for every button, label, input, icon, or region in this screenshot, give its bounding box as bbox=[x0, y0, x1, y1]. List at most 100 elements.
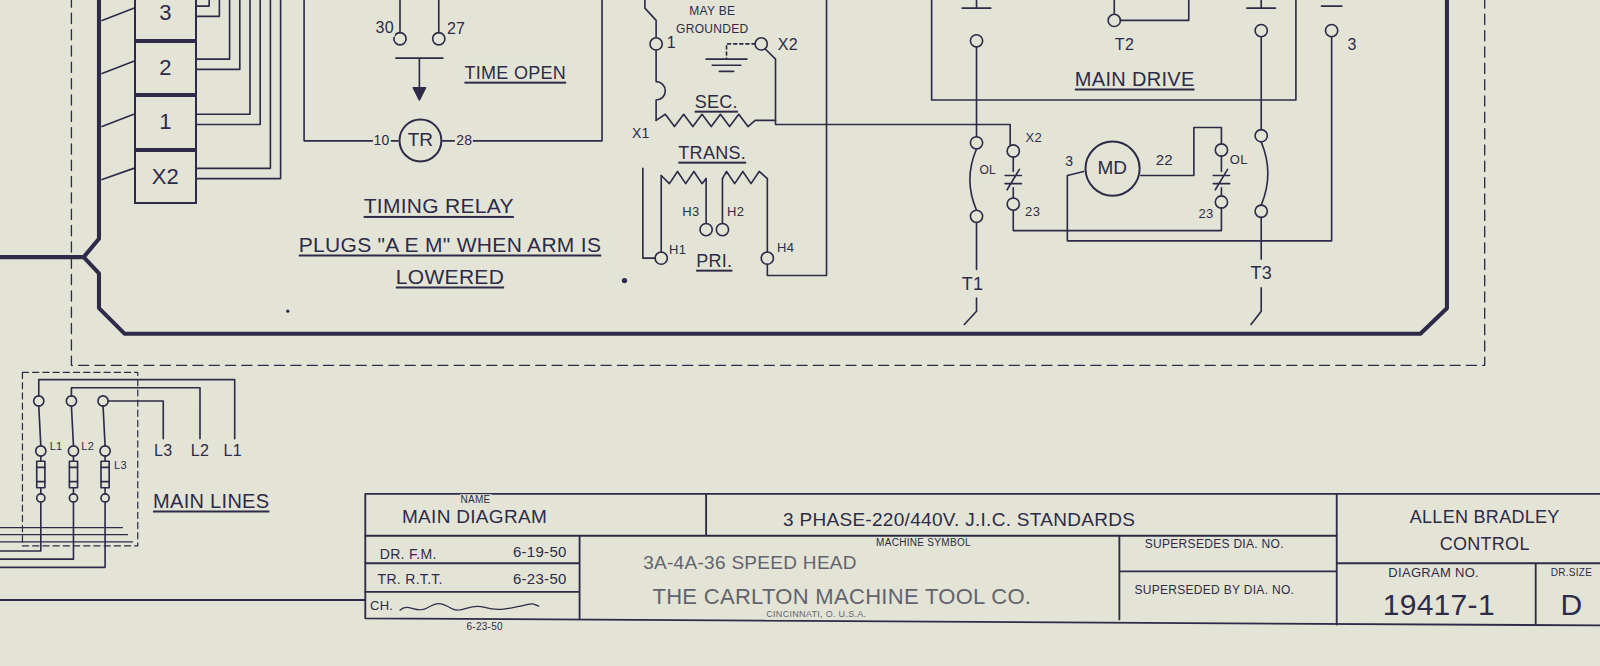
main-lines-fuses-part bbox=[37, 461, 45, 488]
main-drive-wiring-part bbox=[1215, 144, 1227, 156]
title-block-part bbox=[0, 494, 1600, 626]
terminal-wire-part bbox=[197, 0, 281, 179]
timing-relay-wiring bbox=[286, 0, 627, 313]
main-drive-wiring-part bbox=[1013, 208, 1221, 230]
transformer-symbol-part bbox=[661, 176, 767, 253]
heading-text: PRI. bbox=[695, 251, 733, 272]
heading-text: MAIN LINES bbox=[152, 490, 270, 513]
heading-text: TIME OPEN bbox=[463, 63, 567, 84]
main-lines-fuses-part bbox=[69, 494, 77, 502]
terminal-number: 10 bbox=[373, 132, 391, 148]
main-lines-fuses-part bbox=[100, 446, 110, 456]
main-drive-wiring-part bbox=[1260, 37, 1262, 130]
main-lines-fuses-part bbox=[68, 446, 78, 456]
node-text: 1 bbox=[159, 110, 171, 134]
main-drive-wiring-part bbox=[1255, 205, 1267, 217]
transformer-symbol-part bbox=[761, 252, 773, 264]
title-block-text: 6-19-50 bbox=[512, 543, 568, 560]
node-text: 2 bbox=[159, 56, 171, 80]
diagram-number: 19417-1 bbox=[1382, 588, 1496, 623]
terminal-box: 2 bbox=[134, 41, 197, 95]
device-label: OL bbox=[978, 165, 997, 179]
sheet-size: D bbox=[1559, 588, 1583, 623]
main-lines-fuses-part bbox=[101, 461, 109, 488]
circle-outline bbox=[1085, 141, 1139, 195]
heading-text: TRANS. bbox=[677, 143, 747, 164]
transformer-symbol-part bbox=[656, 50, 665, 120]
note-text: MAY BE GROUNDED bbox=[670, 2, 754, 38]
node-text: TR bbox=[408, 130, 433, 151]
terminal-number: 23 bbox=[1198, 207, 1215, 222]
main-drive-wiring-part bbox=[1007, 145, 1019, 157]
transformer-symbol-part bbox=[700, 223, 712, 235]
motor-symbol: MD bbox=[1084, 140, 1141, 197]
terminal-number: T2 bbox=[1114, 36, 1135, 54]
timing-relay-wiring-part bbox=[622, 278, 627, 283]
terminal-number: 27 bbox=[446, 19, 466, 37]
title-block-caption: DR.SIZE bbox=[1550, 568, 1594, 580]
transformer-symbol-part bbox=[661, 171, 767, 183]
title-block-text: ALLEN BRADLEY CONTROL bbox=[1387, 504, 1583, 558]
transformer-symbol-part bbox=[767, 0, 826, 276]
title-block-text: TR. R.T.T. bbox=[377, 571, 444, 587]
main-drive-wiring bbox=[932, 0, 1342, 324]
panel-outline-part bbox=[0, 0, 1447, 334]
heading-text: MAIN DRIVE bbox=[1074, 67, 1196, 90]
terminal-box: X2 bbox=[134, 150, 197, 204]
title-block-caption: CINCINNATI, O. U.S.A. bbox=[765, 609, 867, 619]
terminal-number: 3 bbox=[1064, 153, 1074, 169]
title-block-caption: NAME bbox=[459, 494, 491, 506]
node-text: X2 bbox=[152, 165, 179, 189]
main-drive-wiring-part bbox=[1325, 24, 1337, 36]
device-label: OL bbox=[1229, 153, 1249, 168]
terminal-number: L2 bbox=[80, 440, 95, 453]
node-text: 3 bbox=[159, 1, 171, 25]
panel-outline bbox=[0, 0, 1485, 365]
node-text: MD bbox=[1097, 158, 1127, 179]
transformer-symbol-part bbox=[643, 168, 655, 258]
terminal-number: T3 bbox=[1249, 263, 1273, 284]
main-lines-fuses-part bbox=[101, 494, 109, 502]
main-drive-wiring-part bbox=[932, 0, 1296, 100]
main-drive-wiring-part bbox=[1255, 24, 1267, 36]
timing-relay-wiring-part bbox=[304, 0, 602, 141]
timing-relay-wiring-part bbox=[394, 33, 406, 45]
title-block-text: DR. F.M. bbox=[379, 546, 438, 562]
terminal-number: L1 bbox=[49, 440, 64, 453]
title-block-text: 3 PHASE-220/440V. J.I.C. STANDARDS bbox=[782, 509, 1136, 531]
heading-text: SEC. bbox=[694, 92, 739, 113]
title-block-text: 6-23-50 bbox=[512, 570, 568, 587]
heading-text: TIMING RELAY bbox=[363, 194, 515, 218]
title-block bbox=[0, 494, 1600, 626]
main-drive-wiring-part bbox=[1067, 37, 1331, 241]
terminal-number: H4 bbox=[776, 240, 795, 255]
title-block-part bbox=[365, 494, 1336, 618]
transformer-symbol-part bbox=[765, 49, 1010, 145]
transformer-symbol-part bbox=[655, 252, 667, 264]
timing-relay-wiring-part bbox=[396, 58, 443, 89]
terminal-number: X2 bbox=[1024, 130, 1043, 145]
transformer-symbol-part bbox=[755, 38, 767, 50]
terminal-number: L3 bbox=[113, 459, 128, 472]
terminal-number: 22 bbox=[1155, 152, 1174, 169]
terminal-wire-part bbox=[102, 8, 134, 179]
terminal-number: H2 bbox=[726, 205, 745, 220]
transformer-symbol-part bbox=[727, 44, 756, 59]
terminal-box: 1 bbox=[134, 95, 197, 150]
main-lines-fuses-part bbox=[39, 380, 235, 439]
main-lines-fuses-part bbox=[37, 494, 45, 502]
timing-relay-wiring-part bbox=[400, 0, 439, 33]
title-block-text: MAIN DIAGRAM bbox=[401, 506, 548, 528]
title-block-caption: SUPERSEDES DIA. NO. bbox=[1144, 538, 1285, 552]
main-drive-wiring-part bbox=[1247, 0, 1276, 8]
main-lines-fuses bbox=[0, 372, 235, 567]
main-lines-fuses-part bbox=[36, 446, 46, 456]
title-block-caption: MACHINE SYMBOL bbox=[875, 537, 972, 549]
timing-relay-wiring-part bbox=[286, 310, 289, 313]
main-lines-fuses-part bbox=[0, 528, 133, 542]
main-drive-wiring-part bbox=[962, 0, 991, 8]
terminal-number: T1 bbox=[961, 273, 985, 294]
main-drive-wiring-part bbox=[1255, 130, 1267, 142]
title-block-text: 6-23-50 bbox=[465, 621, 504, 633]
main-lines-fuses-part bbox=[34, 396, 44, 406]
